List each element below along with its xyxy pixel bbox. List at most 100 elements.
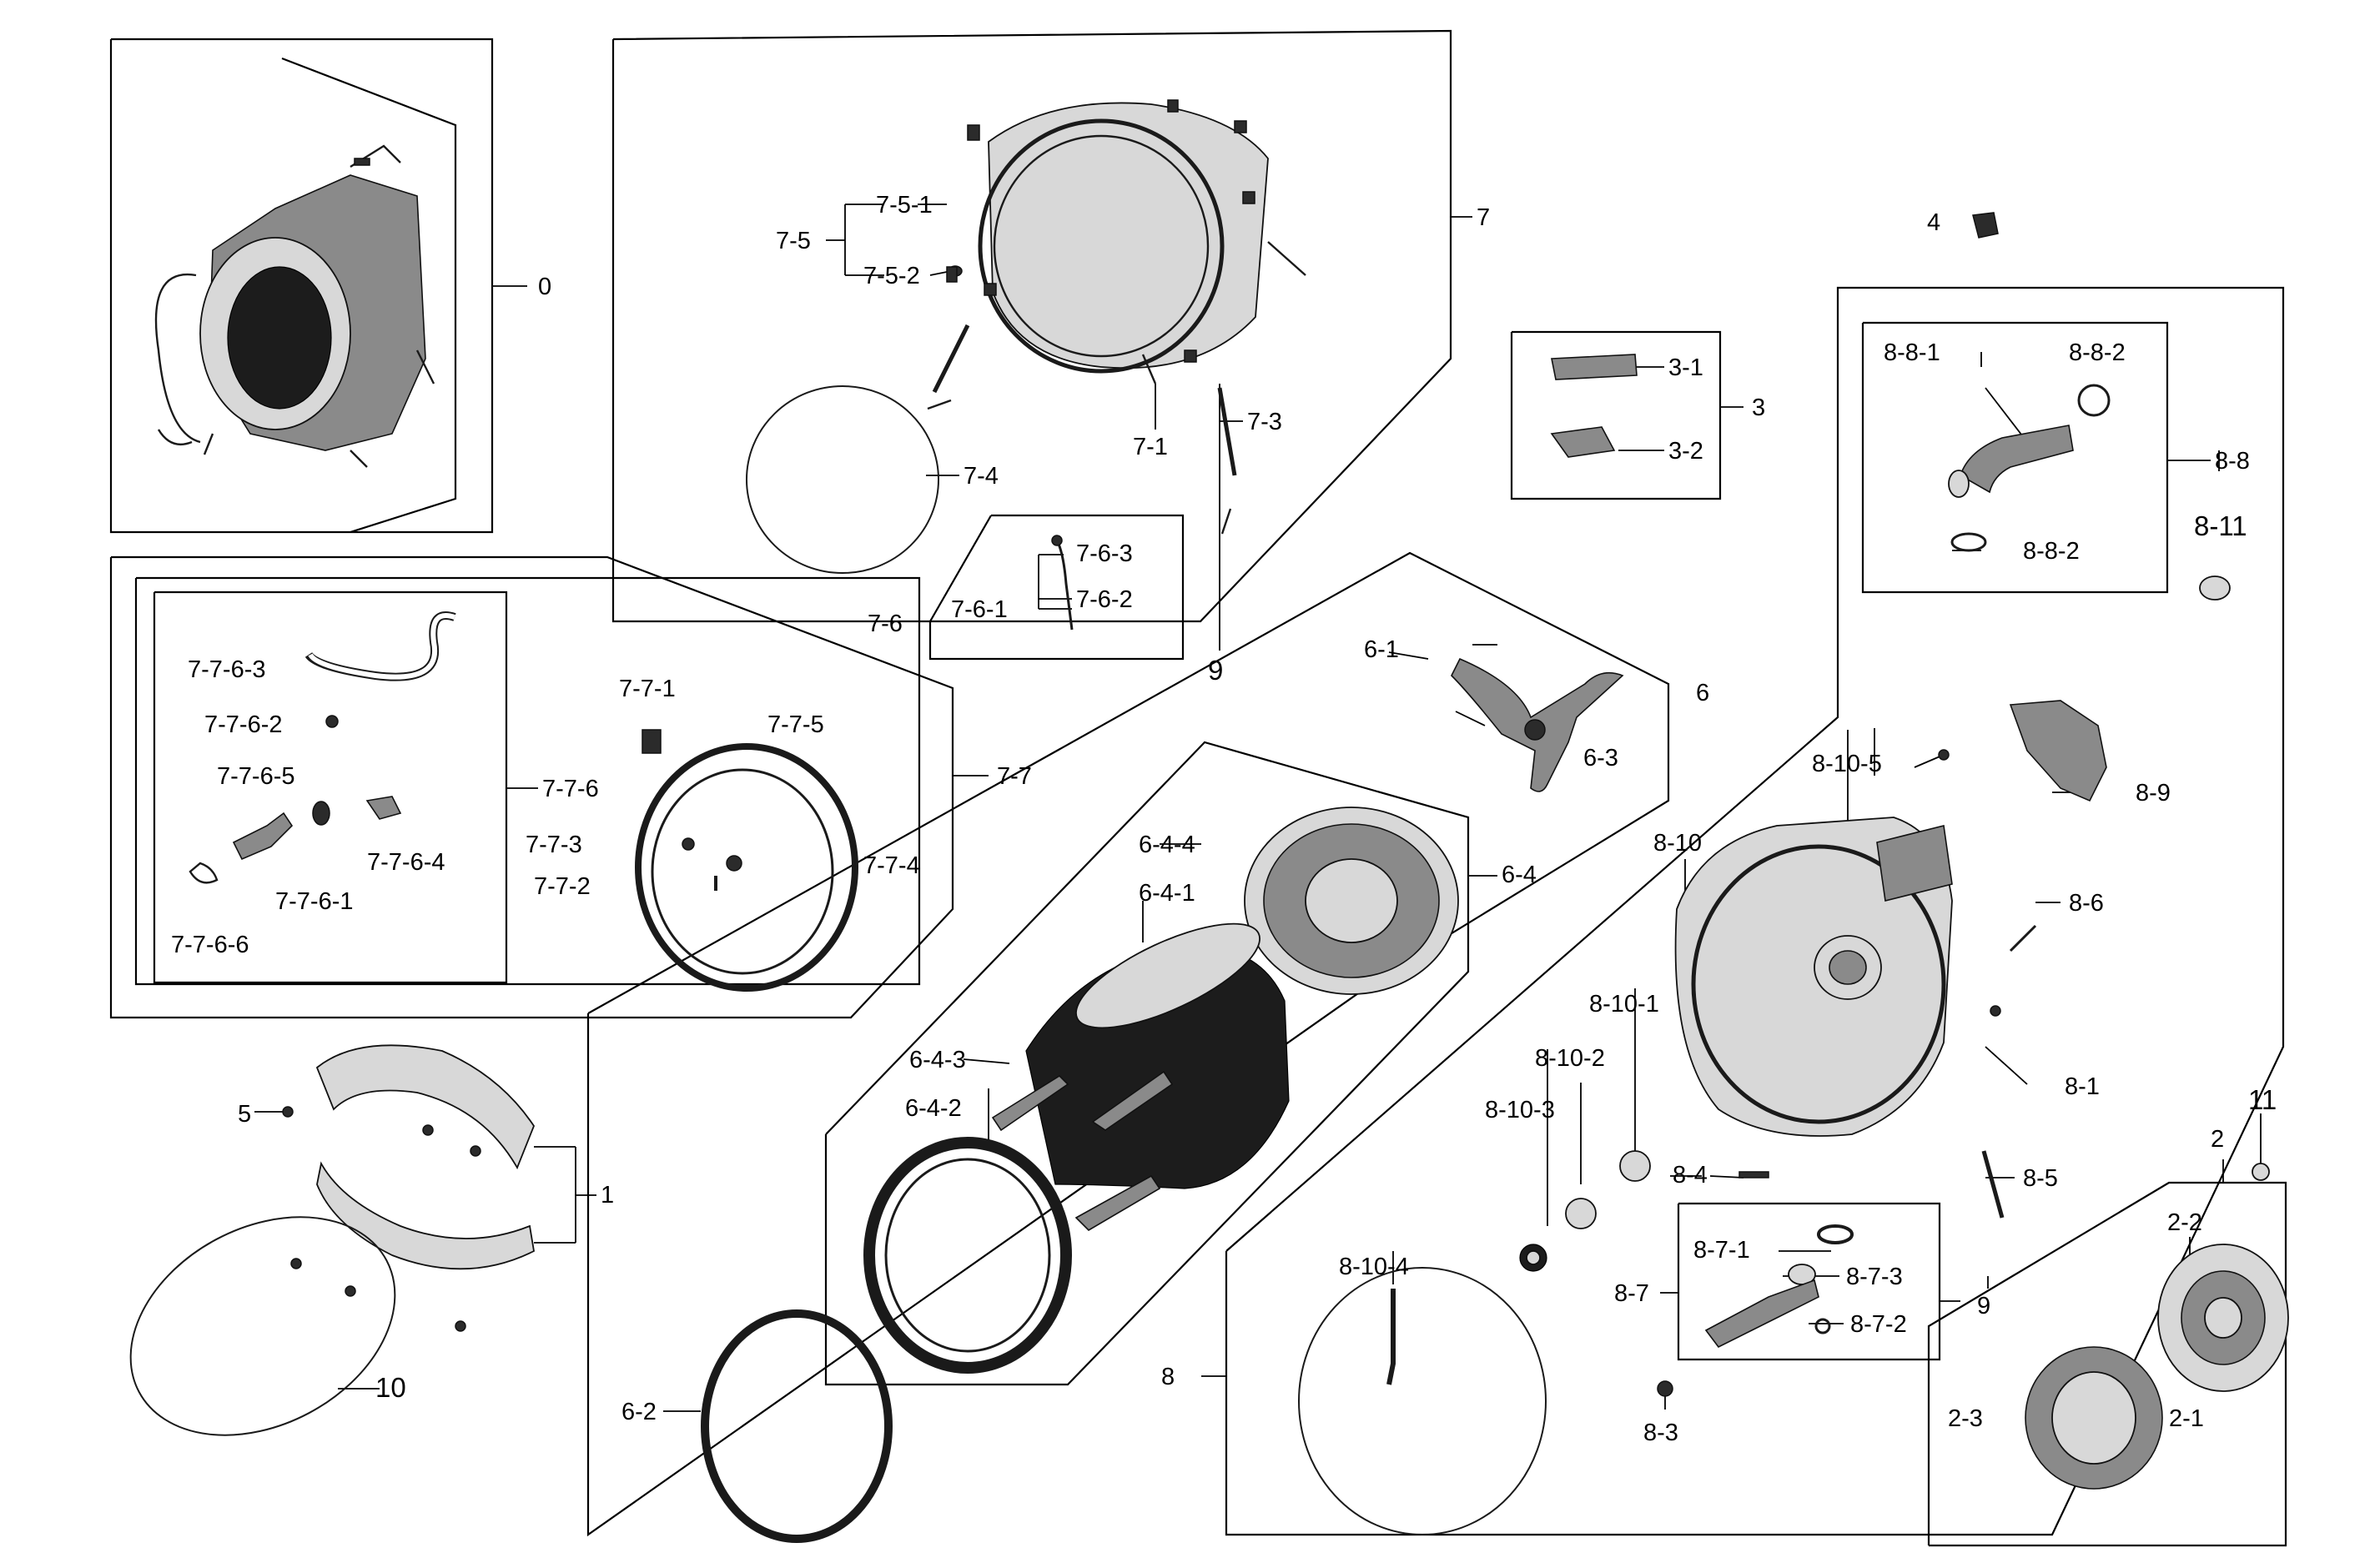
frame-7-7-6	[153, 591, 508, 984]
label-8-4: 8-4	[1673, 1162, 1708, 1189]
label-7-5-1: 7-5-1	[876, 192, 933, 219]
spring-8-10-4	[1386, 1289, 1396, 1385]
part-labels: 0 1 2 2-1 2-2 2-3 3 3-1 3-2 4 5 6 6-1 6-…	[171, 192, 2277, 1446]
label-7-7-6-3: 7-7-6-3	[188, 656, 266, 683]
label-8-10-4: 8-10-4	[1339, 1254, 1409, 1280]
label-7-7-1: 7-7-1	[619, 676, 676, 702]
screw-8-1	[1990, 1005, 2001, 1017]
label-8-10-1: 8-10-1	[1589, 991, 1659, 1018]
part-8-6	[2009, 924, 2037, 952]
label-2-3: 2-3	[1948, 1405, 1983, 1432]
frame-7-6	[928, 514, 1185, 661]
label-7-7-6: 7-7-6	[542, 776, 599, 802]
label-6-4-2: 6-4-2	[905, 1095, 962, 1122]
frame-6-4	[824, 741, 1470, 1386]
tub-gasket-7-4	[746, 385, 939, 574]
label-7-7-6-6: 7-7-6-6	[171, 932, 249, 958]
label-7-3: 7-3	[1247, 409, 1282, 435]
label-7-1: 7-1	[1133, 434, 1168, 460]
frame-2	[1927, 1181, 2287, 1547]
label-6-4-4: 6-4-4	[1139, 832, 1195, 858]
spider-6	[1451, 657, 1624, 792]
pump-8-7	[1657, 1224, 1854, 1397]
label-8-8-2-bottom: 8-8-2	[2023, 538, 2080, 565]
hose-8-8	[1948, 384, 2111, 552]
label-8-10: 8-10	[1653, 830, 1702, 857]
label-0: 0	[538, 274, 551, 300]
label-3-2: 3-2	[1668, 438, 1703, 465]
label-8-8-1: 8-8-1	[1884, 339, 1940, 366]
label-7-6-1: 7-6-1	[951, 596, 1008, 623]
label-8-7-3: 8-7-3	[1846, 1264, 1903, 1290]
label-3: 3	[1752, 395, 1765, 421]
label-7-5: 7-5	[776, 228, 811, 254]
label-7-7: 7-7	[997, 763, 1032, 790]
label-6-4-1: 6-4-1	[1139, 880, 1195, 907]
frame-8	[1225, 286, 2285, 1536]
label-6: 6	[1696, 680, 1709, 706]
label-7-7-5: 7-7-5	[767, 711, 824, 738]
part-8-4	[1738, 1171, 1769, 1179]
label-8-3: 8-3	[1643, 1420, 1678, 1446]
label-3-1: 3-1	[1668, 354, 1703, 381]
label-6-4: 6-4	[1502, 862, 1537, 888]
label-8-8: 8-8	[2215, 448, 2250, 475]
frame-6	[586, 551, 1670, 1537]
rear-tub	[1674, 817, 1953, 1137]
part-graphics	[129, 99, 2289, 1543]
label-6-4-3: 6-4-3	[909, 1047, 966, 1073]
drum-rear	[1244, 807, 1459, 995]
brackets-1	[282, 1044, 536, 1332]
drum-front	[863, 1137, 1072, 1374]
label-7-5-2: 7-5-2	[863, 263, 920, 289]
label-2: 2	[2211, 1126, 2224, 1153]
label-2-2: 2-2	[2167, 1209, 2202, 1236]
part-8-5	[1981, 1150, 2005, 1219]
label-7-7-6-4: 7-7-6-4	[367, 849, 445, 876]
assembled-tub	[154, 144, 435, 468]
label-8-10-5: 8-10-5	[1812, 751, 1882, 777]
label-8-1: 8-1	[2065, 1073, 2100, 1100]
motor-2	[2025, 1244, 2289, 1490]
seals-8-10	[1519, 1150, 1651, 1272]
label-9-bottom: 9	[1977, 1293, 1990, 1319]
ring-10	[129, 1216, 396, 1436]
label-7-7-2: 7-7-2	[534, 873, 591, 900]
label-8-5: 8-5	[2023, 1165, 2058, 1192]
label-6-2: 6-2	[621, 1399, 657, 1425]
label-7-6: 7-6	[868, 611, 903, 637]
label-6-3: 6-3	[1583, 745, 1618, 771]
label-7-4: 7-4	[964, 463, 999, 490]
frame-8-8	[1861, 321, 2169, 594]
label-8-7-1: 8-7-1	[1693, 1237, 1750, 1264]
label-7-6-3: 7-6-3	[1076, 540, 1133, 567]
label-8-9: 8-9	[2136, 780, 2171, 807]
label-11: 11	[2248, 1084, 2277, 1115]
label-8-11: 8-11	[2194, 510, 2247, 541]
label-10: 10	[375, 1372, 406, 1403]
part-4	[1972, 212, 1999, 239]
label-7-6-2: 7-6-2	[1076, 586, 1133, 613]
label-6-1: 6-1	[1364, 636, 1399, 663]
label-7-7-4: 7-7-4	[863, 852, 920, 879]
label-4: 4	[1927, 209, 1940, 236]
label-8-7-2: 8-7-2	[1850, 1311, 1907, 1338]
label-8-8-2-top: 8-8-2	[2069, 339, 2126, 366]
label-8-10-2: 8-10-2	[1535, 1045, 1605, 1072]
frame-7	[611, 29, 1452, 623]
hose-assembly-7-7-6	[189, 611, 456, 884]
balancer-6-2	[701, 1309, 893, 1543]
door-assembly	[635, 729, 858, 992]
label-5: 5	[238, 1101, 251, 1128]
label-8-7: 8-7	[1614, 1280, 1649, 1307]
frame-8-7	[1677, 1202, 1941, 1361]
cap-8-11	[2199, 575, 2231, 601]
label-2-1: 2-1	[2169, 1405, 2204, 1432]
frame-3	[1510, 330, 1722, 500]
group-frames	[109, 29, 2287, 1547]
label-9-top: 9	[1208, 655, 1223, 686]
frame-7-7	[109, 555, 954, 1019]
part-7-6	[1051, 535, 1074, 631]
leader-lines	[254, 204, 2262, 1419]
